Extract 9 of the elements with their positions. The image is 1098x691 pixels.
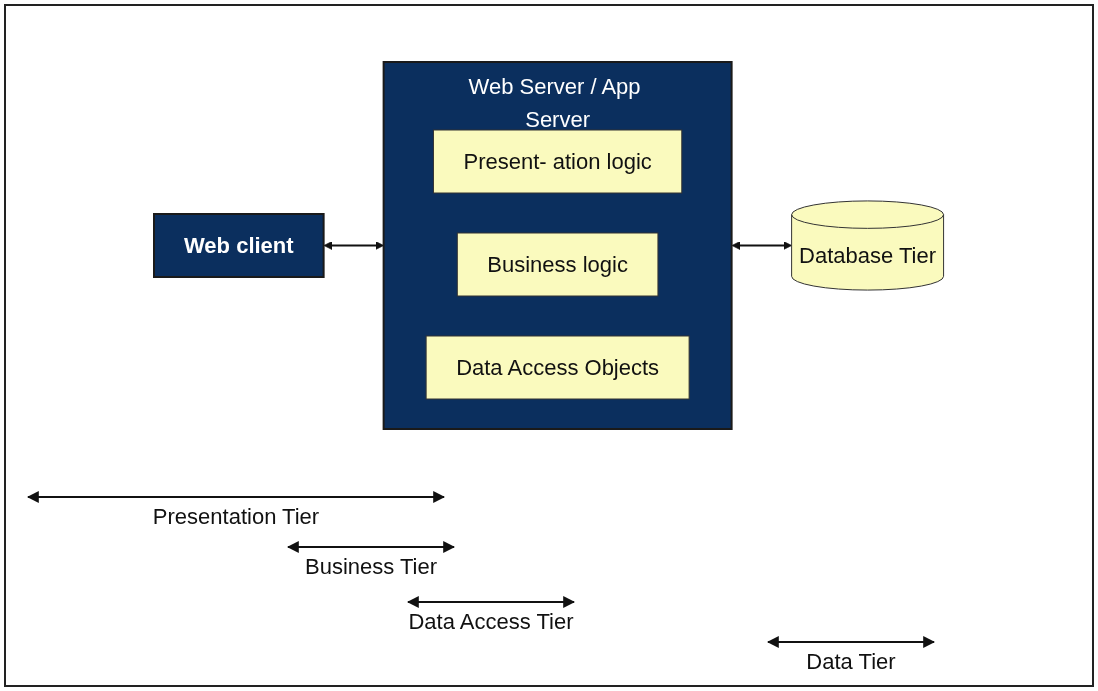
tier-label: Business Tier [304,554,438,580]
node-box: Data Access Objects [425,335,690,400]
tier-label: Data Access Tier [408,609,574,635]
arrow [731,241,793,250]
node-box: Web client [153,213,325,278]
tier-label: Presentation Tier [152,504,320,530]
node-box: Business logic [457,232,659,297]
tier-label: Data Tier [806,649,896,675]
node-box: Present- ation logic [433,129,683,194]
